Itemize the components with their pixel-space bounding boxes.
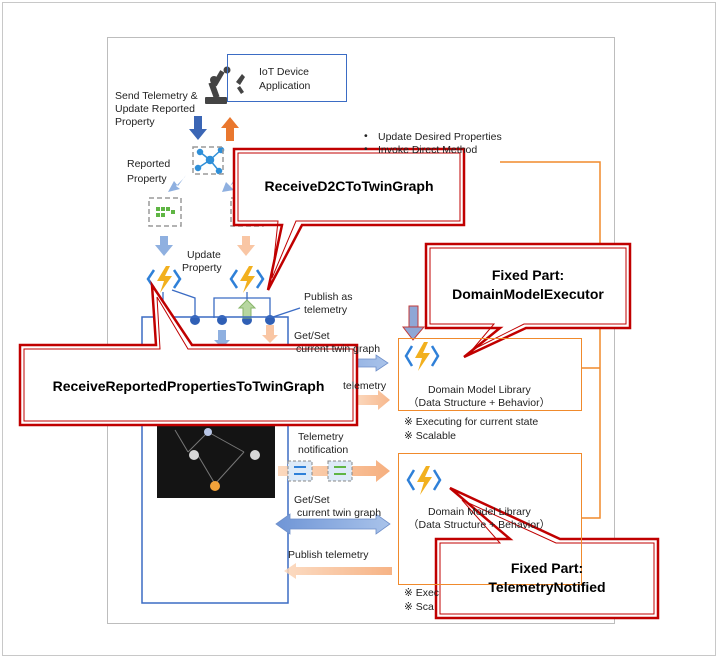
twin-graph-edges [174,429,245,485]
callout-reported [18,280,359,427]
iot-device-box [227,54,347,102]
publish-as-label-2: telemetry [304,304,348,316]
library-bottom-note-2: ※ Sca [404,601,434,613]
getset-1-label-2: current twin graph [296,343,381,355]
arrow-to-function-left-icon [155,236,173,256]
iot-hub-icon [194,146,225,175]
telemetry-arrow-1-icon [350,390,390,410]
library-top-note-2: ※ Scalable [404,430,456,442]
telemetry-partial-label: telemetry [343,380,387,392]
iot-device-label-2: Application [259,80,311,92]
telemetry-notification-label-2: notification [298,444,349,456]
update-property-label-1: Update [187,249,221,261]
library-bottom-title: Domain Model Library [428,506,531,518]
callout-fixed-telemetry [434,486,660,620]
iot-device-label-1: IoT Device [259,66,309,78]
device-arrow-down-icon [189,116,207,140]
update-property-label-2: Property [182,262,222,274]
publish-telemetry-label: Publish telemetry [288,549,369,561]
library-bottom-box [398,453,582,585]
library-top-title: Domain Model Library [428,384,531,396]
library-top-box [398,338,582,411]
callout-fixed-executor-line1: Fixed Part: [491,267,565,283]
twin-graph-nodes [189,428,260,491]
function-bottom-library-icon [406,466,442,495]
iot-hub-frame [192,146,224,175]
desired-label-2: Invoke Direct Method [378,144,478,156]
arrow-into-library-icon [401,305,426,341]
arrow-to-function-right-icon [237,236,255,256]
getset-2-label-1: Get/Set [294,494,330,506]
callout-d2c [232,147,466,291]
getset-arrow-2-icon [275,513,391,535]
telemetry-notification-label-1: Telemetry [298,431,344,443]
library-top-note-1: ※ Executing for current state [404,416,539,428]
getset-2-label-2: current twin graph [297,507,382,519]
mini-arrow-2-icon [214,330,230,348]
send-telemetry-label-1: Send Telemetry & [115,90,198,102]
event-hub-left-icon [148,197,182,227]
send-telemetry-label-3: Property [115,116,155,128]
mini-arrow-up-icon [237,299,257,319]
reported-label-2: Property [127,173,167,185]
library-bottom-subtitle: （Data Structure + Behavior） [408,519,551,531]
callout-fixed-executor [424,242,632,359]
callout-reported-text: ReceiveReportedPropertiesToTwinGraph [52,378,325,394]
desired-bullet-2: • [364,143,368,155]
function-connectors [162,289,301,319]
function-top-library-icon [404,342,440,371]
callout-fixed-executor-line2: DomainModelExecutor [452,286,604,302]
getset-1-label-1: Get/Set [294,330,330,342]
twin-graph-container [141,316,289,604]
telemetry-notification-arrow-icon [278,460,390,482]
function-right-icon [229,266,265,293]
publish-as-label-1: Publish as [304,291,353,303]
callout-fixed-telemetry-line2: TelemetryNotified [488,579,606,595]
mini-arrow-3-icon [262,325,278,343]
desired-bullet-1: • [364,130,368,142]
publish-telemetry-arrow-icon [284,563,392,579]
desired-label-1: Update Desired Properties [378,131,502,143]
device-arrow-up-icon [221,117,239,141]
library-bottom-note-1: ※ Exec [404,587,440,599]
reported-arrow-icon [168,175,186,192]
send-telemetry-label-2: Update Reported [115,103,195,115]
desired-properties-connector [500,161,601,519]
callout-fixed-telemetry-line1: Fixed Part: [510,560,584,576]
library-top-subtitle: （Data Structure + Behavior） [408,397,551,409]
reported-label-1: Reported [127,158,171,170]
callout-d2c-text: ReceiveD2CToTwinGraph [264,178,434,194]
